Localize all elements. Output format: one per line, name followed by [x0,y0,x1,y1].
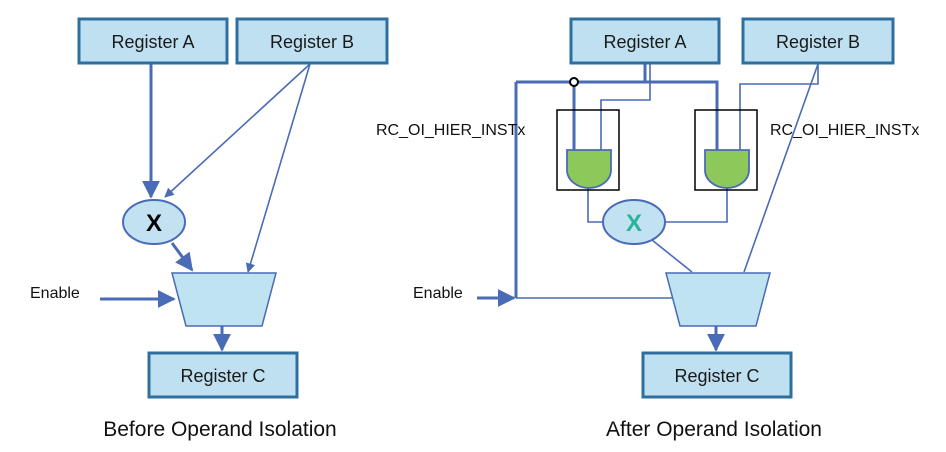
before-mux [171,272,277,327]
after-panel: Register A Register B Register C X Enabl… [376,17,919,441]
after-caption: After Operand Isolation [606,418,822,441]
left-isolation-box [556,109,620,191]
after-multiplier-symbol: X [626,210,642,237]
before-register-b-label: Register B [270,32,354,52]
after-register-a-label: Register A [603,32,686,52]
wire-b-to-mux [743,63,819,273]
before-multiplier: X [122,199,186,245]
before-caption: Before Operand Isolation [103,418,336,441]
before-register-a: Register A [77,17,229,65]
after-register-b-label: Register B [776,32,860,52]
after-inst-label-left: RC_OI_HIER_INSTx [376,122,525,139]
wire-mult-to-mux [170,242,194,272]
after-register-a: Register A [569,17,721,65]
wire-a-to-left-gate [600,64,651,150]
left-and-gate [566,149,612,189]
before-register-a-label: Register A [111,32,194,52]
before-register-b: Register B [235,17,389,65]
before-enable-label: Enable [30,285,80,302]
wire-b-to-mux [245,63,311,273]
before-multiplier-symbol: X [146,210,162,237]
after-register-c: Register C [641,351,793,399]
after-enable-label: Enable [413,285,463,302]
after-register-c-label: Register C [674,366,759,386]
wire-right-gate-to-mult [664,188,728,223]
junction-dot [569,77,579,87]
before-register-c-label: Register C [180,366,265,386]
before-register-c: Register C [147,351,299,399]
after-mux [665,272,771,327]
wire-b-to-right-gate [739,64,819,150]
after-multiplier: X [602,199,666,245]
wire-a-bus [516,80,719,150]
after-register-b: Register B [741,17,895,65]
wire-left-gate-to-mult [587,188,604,223]
wire-mult-to-mux [651,239,693,273]
right-and-gate [704,149,750,189]
right-isolation-box [694,109,758,191]
before-panel: Register A Register B Register C X Enabl… [30,17,389,441]
after-inst-label-right: RC_OI_HIER_INSTx [770,122,919,139]
wire-b-to-mult [164,63,311,198]
